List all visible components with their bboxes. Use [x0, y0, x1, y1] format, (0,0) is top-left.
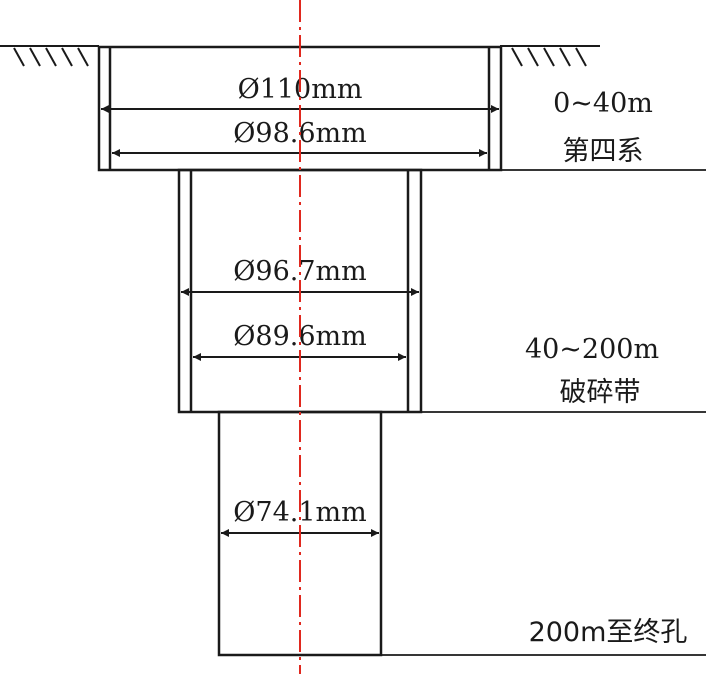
- ground-hatch-left: [13, 47, 89, 67]
- depth-label-stage-2: 40~200m: [525, 334, 659, 365]
- depth-label-stage-1: 0~40m: [553, 88, 653, 119]
- formation-label-stage-2: 破碎带: [560, 377, 641, 408]
- formation-label-stage-1: 第四系: [563, 136, 644, 167]
- ground-hatch-right: [511, 47, 587, 67]
- ground-surface: [0, 45, 600, 67]
- depth-label-stage-3: 200m至终孔: [529, 617, 688, 648]
- depth-boundary-lines: [381, 169, 706, 656]
